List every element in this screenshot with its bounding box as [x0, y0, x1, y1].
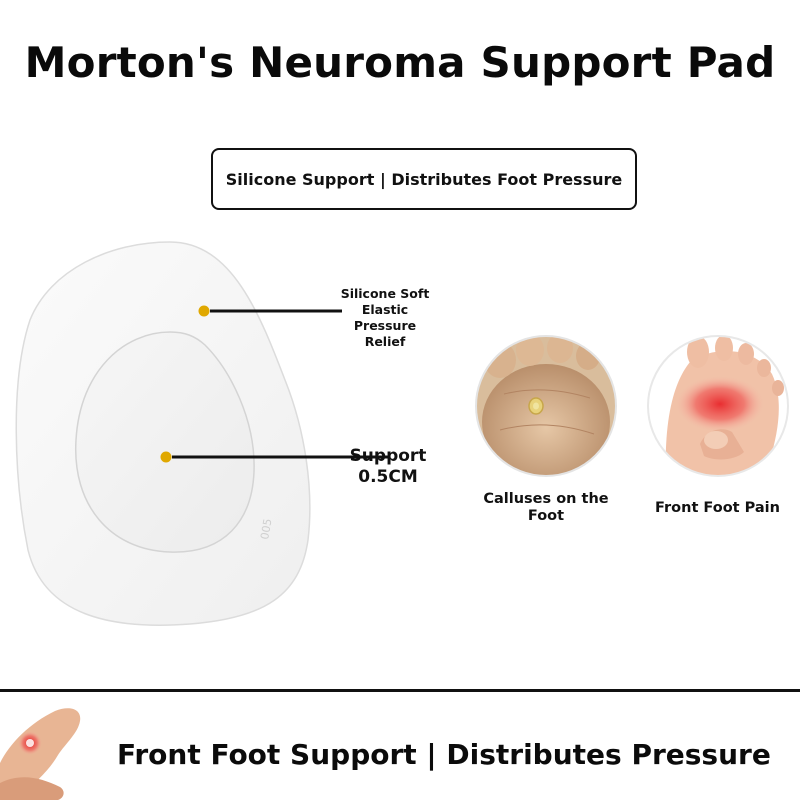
caption-line: Calluses on the: [483, 491, 609, 507]
callus-caption: Calluses on the Foot: [470, 491, 622, 525]
callout-line-text: Pressure: [353, 318, 417, 333]
subtitle-text: Silicone Support | Distributes Foot Pres…: [225, 169, 623, 189]
silicone-pad-image: 005: [15, 241, 390, 626]
pad-inner-dome: [75, 331, 255, 553]
front-foot-pain-image: [647, 335, 789, 477]
section-divider: [0, 689, 800, 692]
callout-marker-support: [160, 451, 172, 463]
callout-label-support: Support 0.5CM: [338, 446, 438, 488]
subtitle-banner: Silicone Support | Distributes Foot Pres…: [211, 148, 637, 210]
callout-label-soft: Silicone Soft Elastic Pressure Relief: [330, 286, 440, 350]
svg-text:005: 005: [258, 518, 274, 541]
callout-line-text: 0.5CM: [358, 467, 418, 487]
foot-pain-thumbnail-image: [0, 708, 81, 800]
footer-tagline: Front Foot Support | Distributes Pressur…: [117, 738, 771, 771]
page-title: Morton's Neuroma Support Pad: [24, 38, 776, 87]
callus-foot-image: [475, 335, 617, 477]
callout-line-text: Elastic: [361, 302, 409, 317]
callout-line-text: Silicone Soft: [340, 286, 430, 301]
callout-line-text: Relief: [364, 334, 406, 349]
front-foot-pain-caption: Front Foot Pain: [655, 500, 780, 516]
callout-line-text: Support: [349, 446, 427, 466]
caption-line: Foot: [527, 508, 565, 524]
callout-marker-soft: [198, 305, 210, 317]
